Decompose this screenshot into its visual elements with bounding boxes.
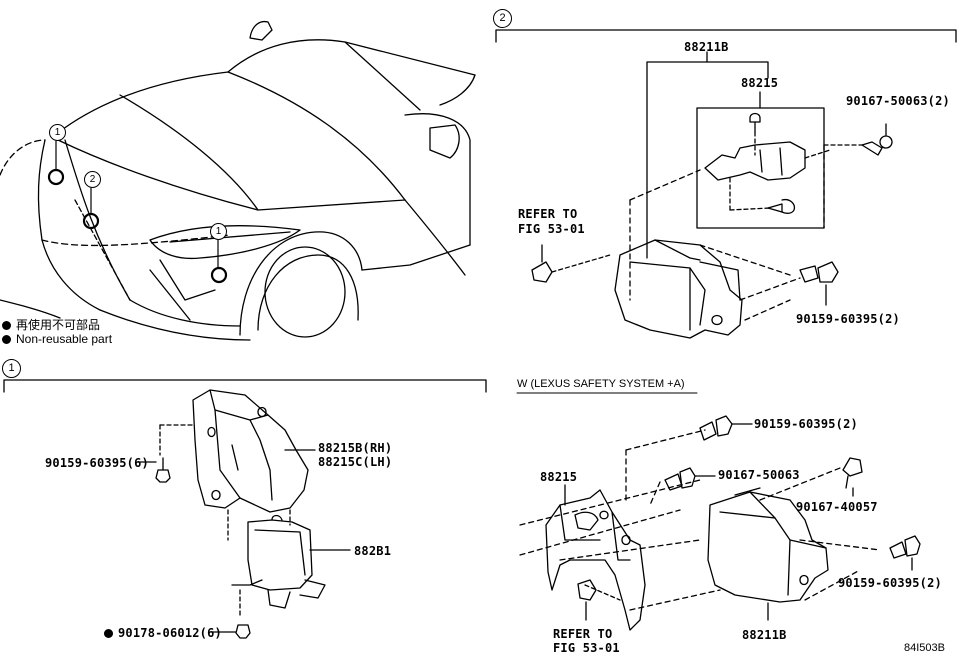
part-88215-top: 88215 bbox=[741, 76, 779, 90]
non-reusable-dot-icon bbox=[2, 335, 11, 344]
part-bolt-90167-50063-w: 90167-50063 bbox=[718, 468, 800, 482]
refer-to-w-line2: FIG 53-01 bbox=[553, 641, 620, 655]
callout-2-grille: 2 bbox=[84, 171, 101, 188]
callout-2-section-header: 2 bbox=[493, 9, 512, 28]
location-ring-1a bbox=[47, 168, 65, 186]
part-bolt-90159-60395-top: 90159-60395(2) bbox=[796, 312, 900, 326]
callout-1-hood: 1 bbox=[49, 124, 66, 141]
non-reusable-dot-icon bbox=[104, 629, 113, 638]
location-ring-1b bbox=[210, 266, 228, 284]
part-nut-90178-06012: 90178-06012(6) bbox=[104, 626, 222, 640]
legend-en-text: Non-reusable part bbox=[16, 332, 113, 346]
part-88215C-lh: 88215C(LH) bbox=[318, 455, 393, 469]
part-882B1: 882B1 bbox=[354, 544, 392, 558]
part-bolt-90159-60395-6: 90159-60395(6) bbox=[45, 456, 149, 470]
legend-en: Non-reusable part bbox=[2, 332, 112, 346]
part-88211B-w: 88211B bbox=[742, 628, 787, 642]
legend-cn-text: 再使用不可部品 bbox=[16, 318, 101, 332]
part-bolt-90167-50063-top: 90167-50063(2) bbox=[846, 94, 950, 108]
refer-to-top-line2: FIG 53-01 bbox=[518, 222, 585, 236]
callout-1-section-header: 1 bbox=[2, 359, 21, 378]
refer-to-top-line1: REFER TO bbox=[518, 207, 578, 221]
part-88211B-top: 88211B bbox=[684, 40, 729, 54]
figure-id: 84I503B bbox=[904, 642, 945, 654]
non-reusable-dot-icon bbox=[2, 321, 11, 330]
car-front-illustration bbox=[0, 20, 476, 341]
location-ring-2 bbox=[82, 212, 100, 230]
part-88215-w: 88215 bbox=[540, 470, 578, 484]
part-bolt-90167-40057-w: 90167-40057 bbox=[796, 500, 878, 514]
part-nut-90178-06012-text: 90178-06012(6) bbox=[118, 626, 222, 640]
legend-cn: 再使用不可部品 bbox=[2, 316, 100, 333]
part-bolt-90159-60395-w2: 90159-60395(2) bbox=[838, 576, 942, 590]
refer-to-w-line1: REFER TO bbox=[553, 627, 613, 641]
part-bolt-90159-60395-w1: 90159-60395(2) bbox=[754, 417, 858, 431]
section-w-title: W (LEXUS SAFETY SYSTEM +A) bbox=[517, 378, 685, 390]
part-88215B-rh: 88215B(RH) bbox=[318, 441, 393, 455]
callout-1-headlight: 1 bbox=[210, 223, 227, 240]
